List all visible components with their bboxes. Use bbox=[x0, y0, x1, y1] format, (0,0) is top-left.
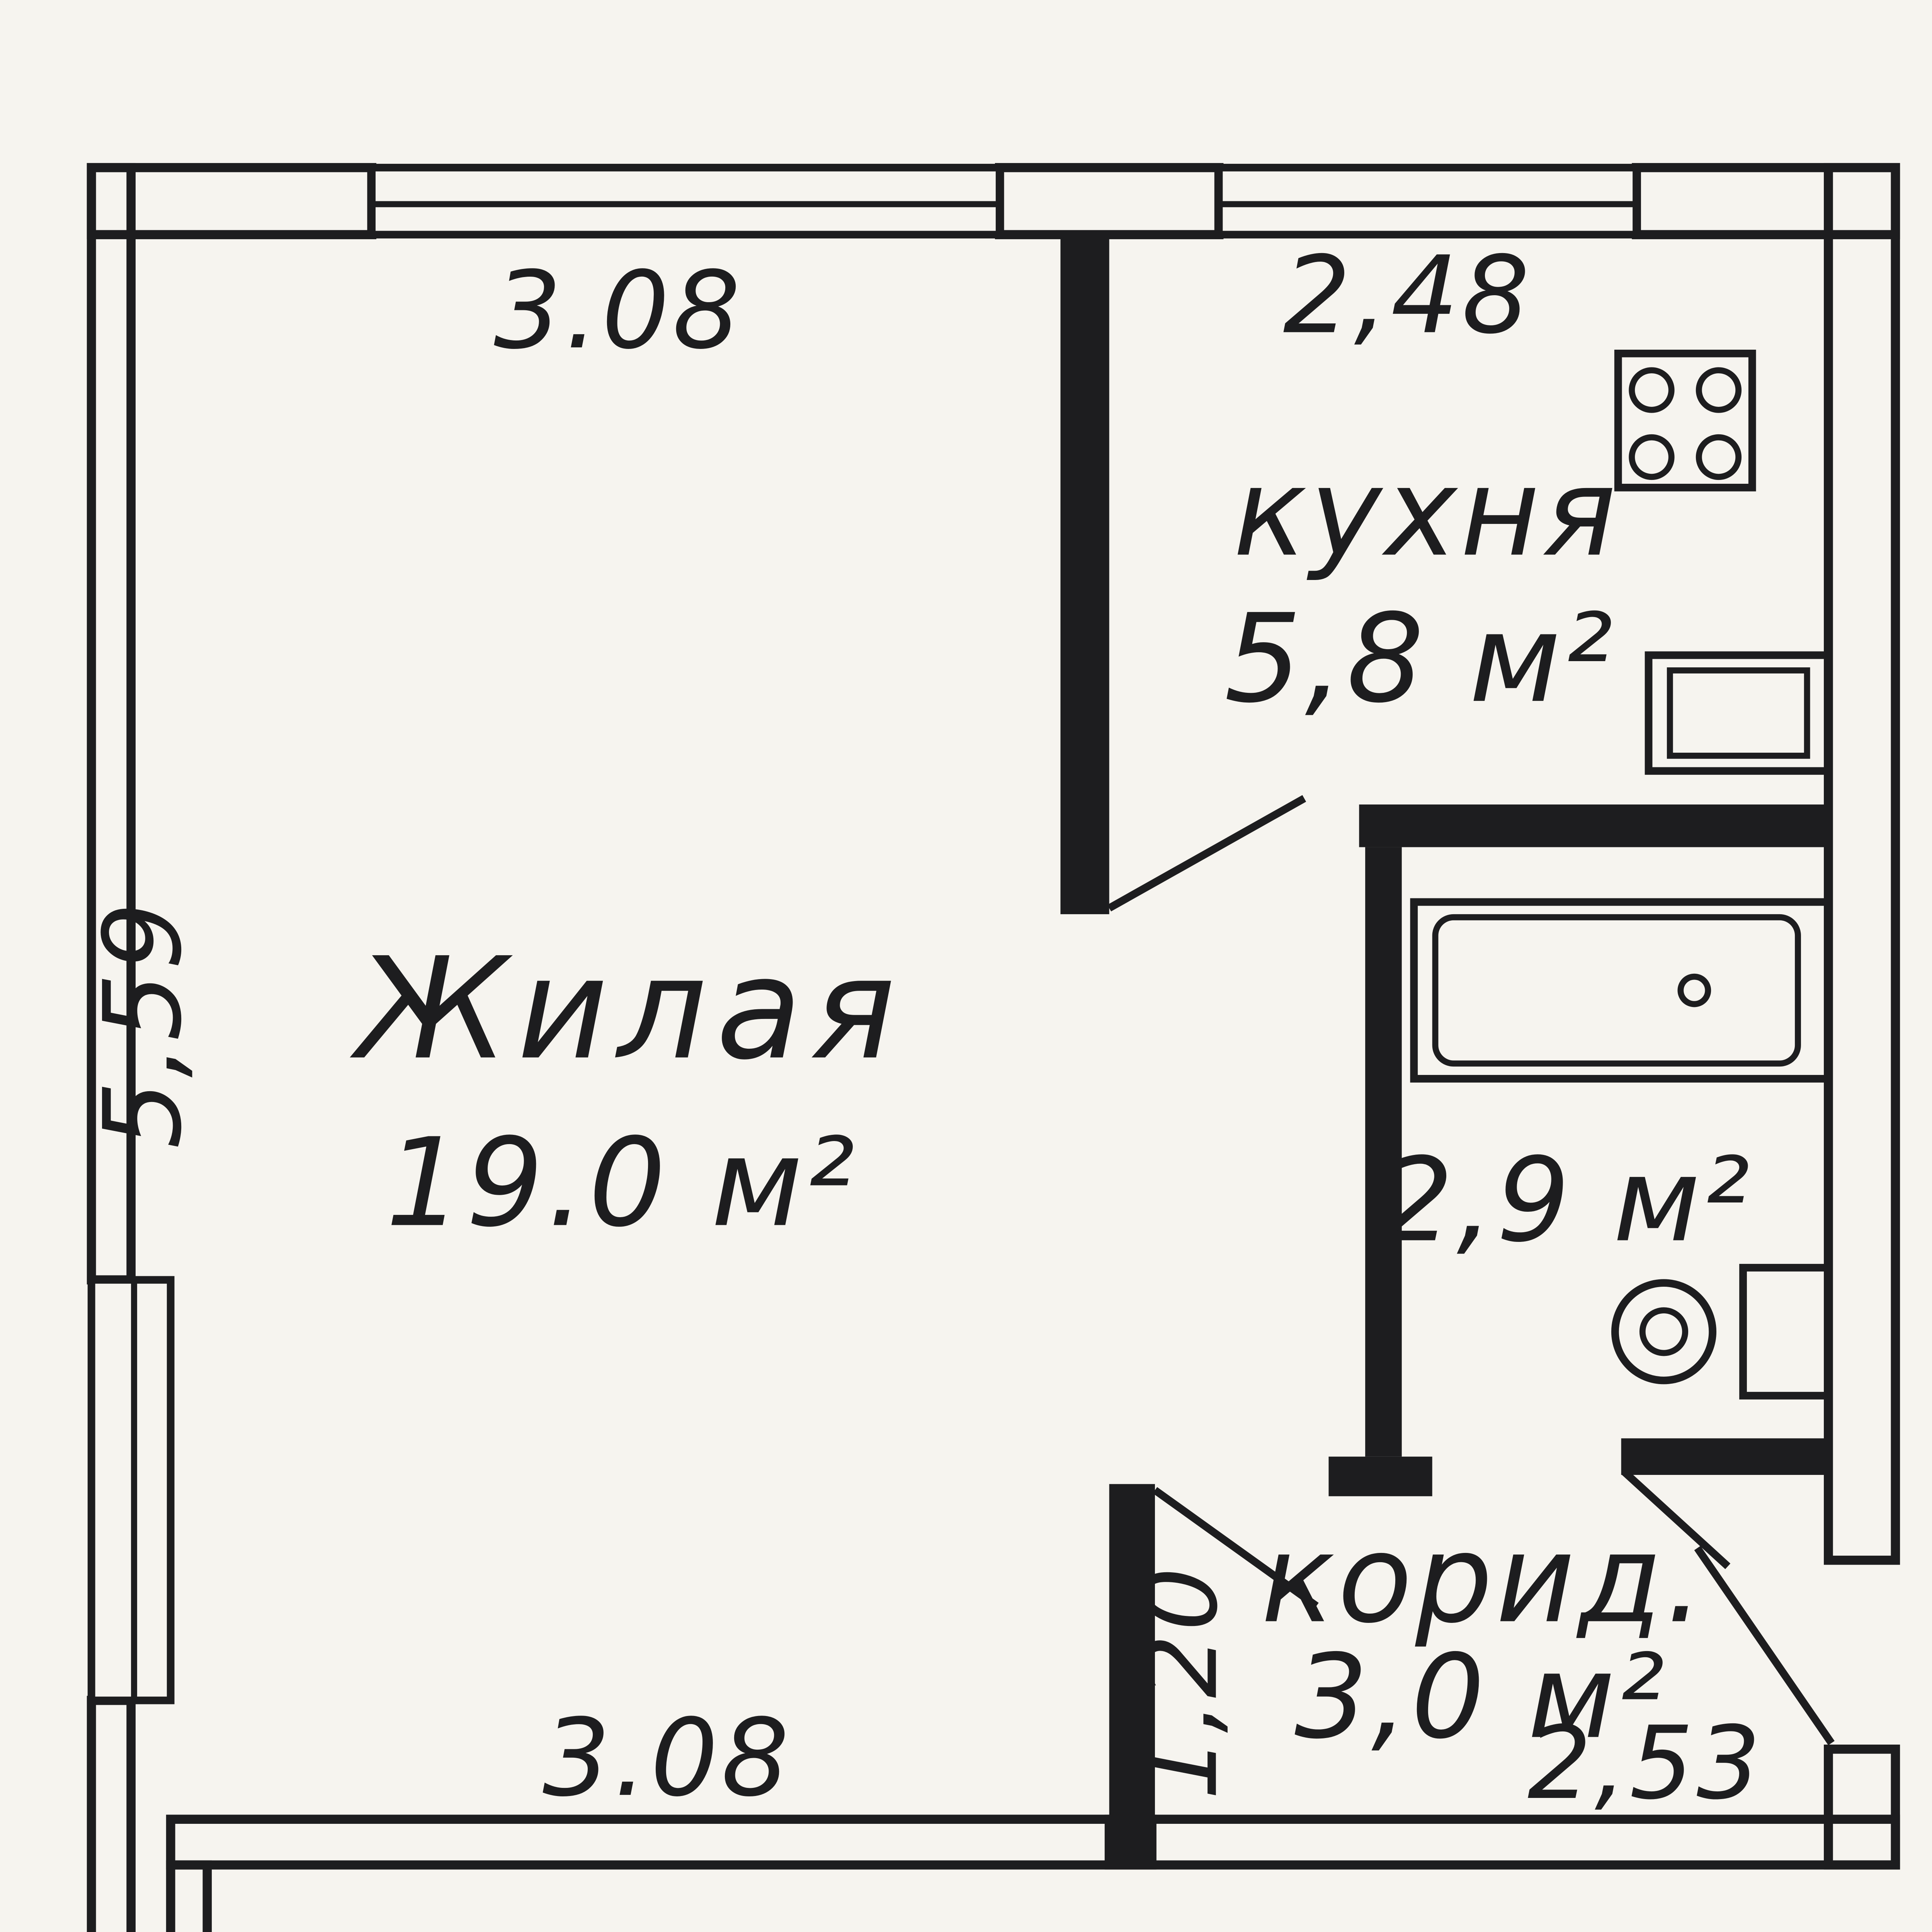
dim-corridor-length: 2,53 bbox=[1527, 1705, 1764, 1822]
wall-top-middle bbox=[995, 163, 1224, 240]
sink-icon bbox=[1645, 651, 1832, 775]
dim-living-height-left: 5,59 bbox=[81, 899, 205, 1149]
living-room-area: 19.0 м² bbox=[386, 1112, 858, 1254]
wall-right-upper bbox=[1824, 163, 1900, 1565]
corridor-area: 3,0 м² bbox=[1294, 1629, 1667, 1764]
dim-corridor-width: 1,20 bbox=[1123, 1564, 1240, 1800]
toilet-icon bbox=[1611, 1264, 1832, 1400]
wall-kitchen-partition bbox=[1060, 235, 1109, 914]
window-kitchen-top bbox=[1215, 163, 1640, 239]
wall-bottom-living bbox=[166, 1815, 1156, 1870]
stove-icon bbox=[1614, 349, 1756, 492]
wall-bottom-left-stub bbox=[166, 1860, 212, 1932]
room-labels: Жилая 19.0 м² кухня 5,8 м² 2,9 м² корид.… bbox=[348, 442, 1753, 1764]
wall-bathroom-top bbox=[1359, 804, 1828, 847]
wall-corridor-left bbox=[1109, 1484, 1155, 1865]
entrance-door-swing bbox=[1694, 1546, 1835, 1745]
wall-bathroom-stub bbox=[1328, 1456, 1432, 1497]
corridor-label: корид. bbox=[1261, 1509, 1707, 1650]
bathroom-area: 2,9 м² bbox=[1380, 1133, 1753, 1268]
window-living-top bbox=[368, 163, 1003, 239]
wall-bathroom-bottom bbox=[1621, 1438, 1828, 1475]
kitchen-area: 5,8 м² bbox=[1224, 588, 1616, 730]
wall-bottom-corridor bbox=[1104, 1815, 1900, 1870]
dimension-labels: 3.08 2,48 5,59 3.08 1,20 2,53 bbox=[81, 234, 1764, 1822]
kitchen-label: кухня bbox=[1233, 442, 1619, 583]
windows bbox=[87, 163, 1640, 1704]
wall-bathroom-left bbox=[1365, 847, 1402, 1457]
dim-kitchen-width-top: 2,48 bbox=[1283, 234, 1532, 358]
interior-walls bbox=[1060, 235, 1828, 1865]
window-living-left bbox=[87, 1276, 175, 1704]
dim-living-width-bottom: 3.08 bbox=[543, 1696, 792, 1820]
dim-living-width-top: 3.08 bbox=[494, 249, 743, 373]
bathroom-door-swing bbox=[1621, 1469, 1731, 1569]
living-room-label: Жилая bbox=[348, 927, 905, 1091]
living-corridor-door-swing bbox=[1153, 1487, 1319, 1609]
bathtub-icon bbox=[1410, 898, 1832, 1083]
wall-left-lower bbox=[87, 1696, 136, 1932]
doors bbox=[1107, 795, 1835, 1745]
wall-right-lower bbox=[1824, 1744, 1900, 1870]
wall-top-right bbox=[1632, 163, 1900, 240]
kitchen-door-swing bbox=[1107, 795, 1306, 912]
